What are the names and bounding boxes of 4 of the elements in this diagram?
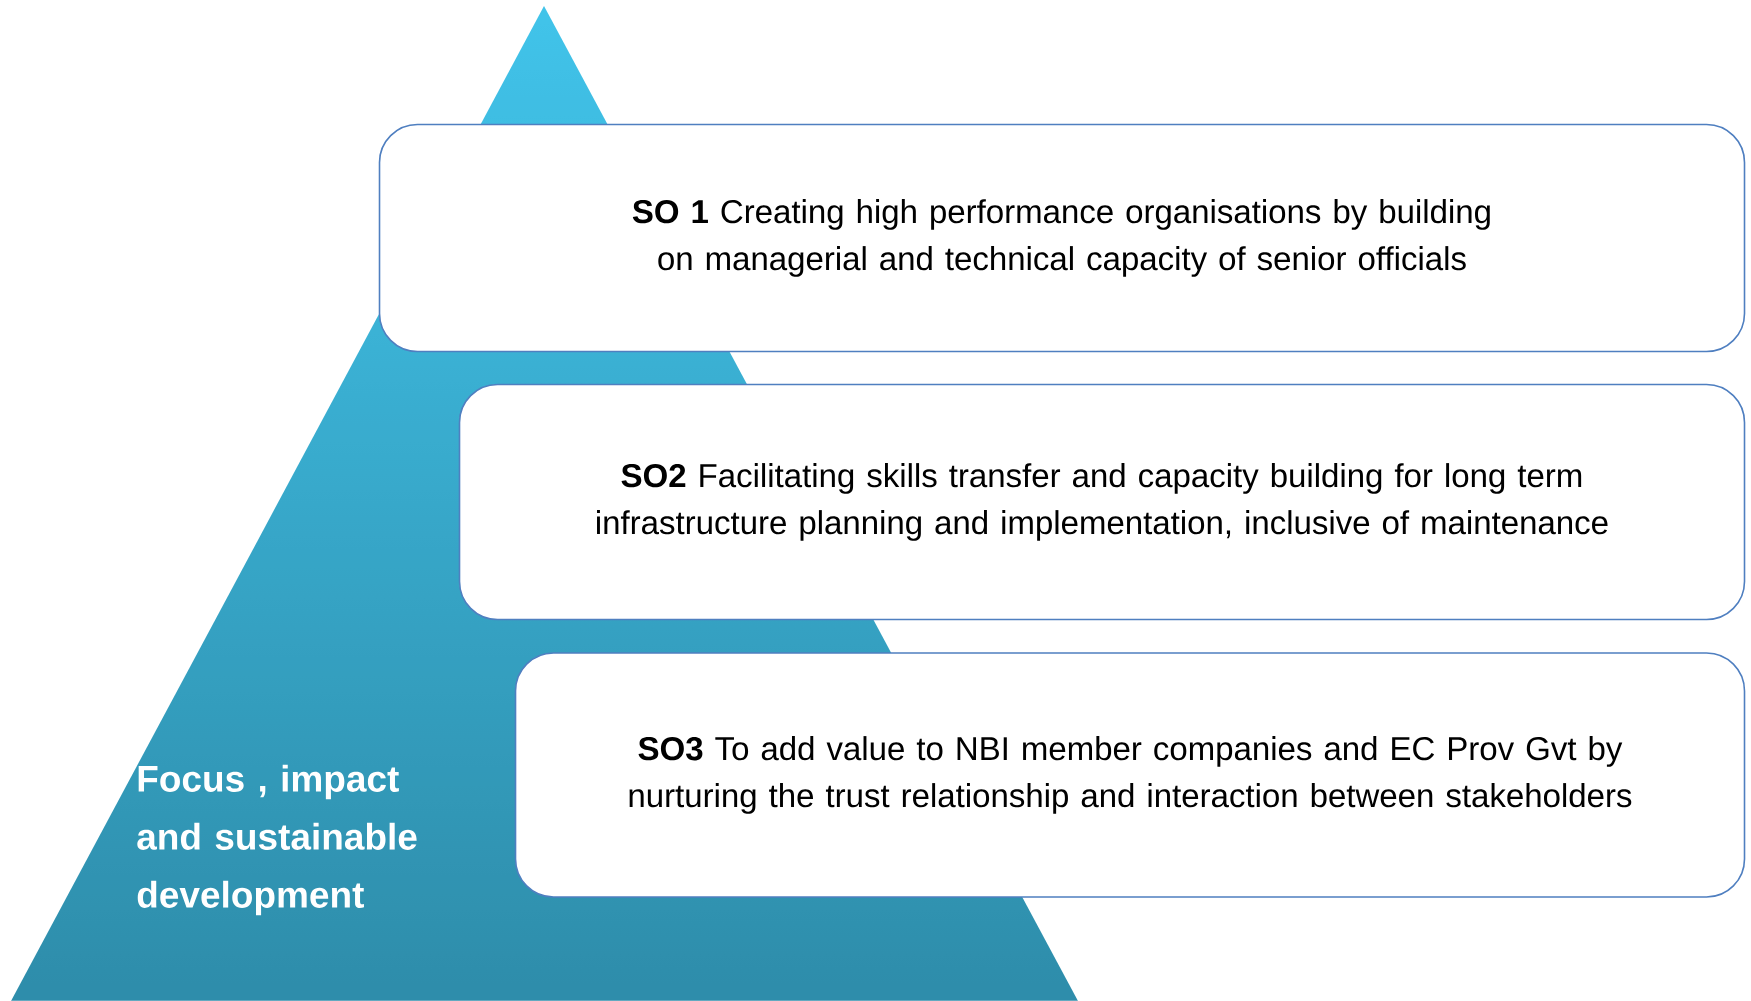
objective-box: SO2 Facilitating skills transfer and capacity building for long term infrastructure planning and implementation, inclusive of maintenance	[458, 383, 1746, 621]
pyramid: Focus , impact and sustainable development	[137, 764, 417, 916]
objective-box: SO3 To add value to NBI member companies and EC Prov Gvt by nurturing the trust relationship and interaction between stakeholders	[514, 652, 1746, 898]
objective-box: SO 1 Creating high performance organisations by building on managerial and technical capacity of senior officials	[378, 123, 1746, 353]
